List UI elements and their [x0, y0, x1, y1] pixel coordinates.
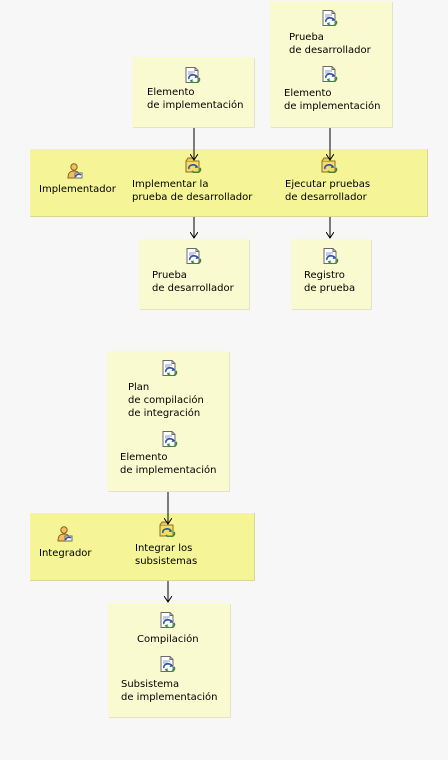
- artifact-document-icon: [161, 431, 179, 447]
- role-label[interactable]: Implementador: [39, 184, 116, 195]
- artifact-document-icon: [321, 10, 339, 26]
- task-icon: [321, 157, 339, 173]
- task-icon: [185, 157, 203, 173]
- artifact-document-icon: [185, 248, 203, 264]
- role-band-implementador: [30, 149, 428, 217]
- artifact-document-icon: [161, 360, 179, 376]
- artifact-document-icon: [322, 248, 340, 264]
- artifact-document-icon: [321, 66, 339, 82]
- artifact-label: Compilación: [137, 634, 199, 645]
- role-person-icon: [67, 163, 85, 179]
- task-icon: [159, 521, 177, 537]
- role-band-integrador: [30, 513, 255, 581]
- role-person-icon: [57, 526, 75, 542]
- artifact-document-icon: [159, 656, 177, 672]
- artifact-document-icon: [184, 67, 202, 83]
- artifact-document-icon: [159, 612, 177, 628]
- role-label[interactable]: Integrador: [39, 548, 92, 559]
